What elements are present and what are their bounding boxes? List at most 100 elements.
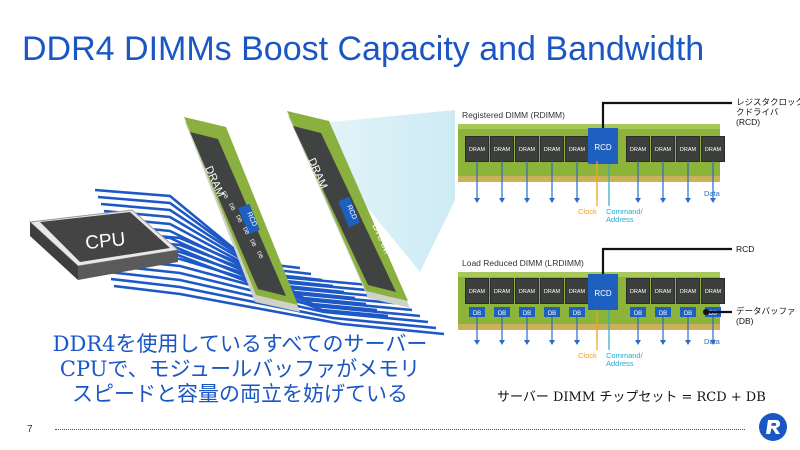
lrdimm-address-label: Address xyxy=(606,359,634,368)
data-arrow-head xyxy=(710,198,716,203)
stick-db-label: DB xyxy=(220,190,229,200)
rdimm-data-label: Data xyxy=(704,189,721,198)
footer-divider xyxy=(55,429,745,430)
rdimm-rcd-pointer xyxy=(601,101,732,128)
rdimm-address-label: Address xyxy=(606,215,634,224)
dram-chip-label: DRAM xyxy=(705,289,722,295)
stick-rcd-chip xyxy=(238,203,260,235)
data-arrow-head xyxy=(524,340,530,345)
lrdimm-rcd-annotation: RCD xyxy=(736,244,755,254)
lrdimm-data-label: Data xyxy=(704,337,721,346)
data-arrow-head xyxy=(685,340,691,345)
dram-chip-label: DRAM xyxy=(655,147,672,153)
annotation-line: クドライバ xyxy=(736,107,779,117)
lrdimm-rcd-chip xyxy=(588,274,618,310)
caption-line: CPUで、モジュールバッファがメモリ xyxy=(59,357,421,381)
caption: DDR4を使用しているすべてのサーバー CPUで、モジュールバッファがメモリ ス… xyxy=(40,332,440,407)
data-arrow-head xyxy=(685,198,691,203)
dram-chip-label: DRAM xyxy=(494,289,511,295)
dram-chip-label: DRAM xyxy=(569,289,586,295)
lrdimm-clock-label: Clock xyxy=(578,351,597,360)
dram-chip-label: DRAM xyxy=(544,147,561,153)
cpu-chip xyxy=(28,209,180,280)
dram-chip xyxy=(541,137,563,161)
data-arrow-head xyxy=(499,198,505,203)
db-chip xyxy=(630,307,646,317)
db-chip-label: DB xyxy=(634,311,642,317)
dram-chip xyxy=(677,137,699,161)
chipset-formula: サーバー DIMM チップセット = RCD + DB xyxy=(497,390,766,405)
db-chip-label: DB xyxy=(473,311,481,317)
dram-chip xyxy=(702,279,724,303)
caption-line: スピードと容量の両立を妨げている xyxy=(72,382,408,406)
dram-chip-label: DRAM xyxy=(569,147,586,153)
data-arrow-head xyxy=(574,198,580,203)
dram-chip xyxy=(466,279,488,303)
dram-chip xyxy=(627,137,649,161)
bus-trace xyxy=(113,284,445,336)
db-chip xyxy=(469,307,485,317)
db-chip xyxy=(680,307,696,317)
db-chip-label: DB xyxy=(548,311,556,317)
caption-line: DDR4を使用しているすべてのサーバー xyxy=(52,332,428,356)
db-chip xyxy=(569,307,585,317)
lrdimm-db-annotation: データバッファ (DB) xyxy=(736,306,796,326)
dram-chip-label: DRAM xyxy=(469,147,486,153)
data-arrow-head xyxy=(635,198,641,203)
brand-logo-icon xyxy=(759,413,787,441)
data-arrow-head xyxy=(574,340,580,345)
stick-db-label: DB xyxy=(248,238,257,248)
annotation-line: データバッファ xyxy=(736,306,796,316)
dram-chip-label: DRAM xyxy=(630,147,647,153)
annotation-line: レジスタクロック xyxy=(736,97,800,107)
data-arrow-head xyxy=(499,340,505,345)
lrdimm-title: Load Reduced DIMM (LRDIMM) xyxy=(462,258,584,268)
data-arrow-head xyxy=(549,340,555,345)
data-arrow-head xyxy=(474,340,480,345)
dram-chip xyxy=(702,137,724,161)
rdimm-rcd-chip xyxy=(588,128,618,164)
bus-trace xyxy=(107,270,429,324)
dram-chip-label: DRAM xyxy=(705,147,722,153)
data-arrow-head xyxy=(549,198,555,203)
annotation-line: (RCD) xyxy=(736,117,761,127)
data-arrow-head xyxy=(660,198,666,203)
data-arrow-head xyxy=(710,340,716,345)
bus-trace xyxy=(97,195,312,276)
dram-chip xyxy=(627,279,649,303)
db-chip-label: DB xyxy=(659,311,667,317)
bus-trace xyxy=(110,277,437,330)
dram-chip-label: DRAM xyxy=(469,289,486,295)
dram-chip xyxy=(491,279,513,303)
dram-chip xyxy=(652,137,674,161)
data-arrow-head xyxy=(660,340,666,345)
dram-chip xyxy=(516,279,538,303)
stick-db-label: DB xyxy=(255,250,264,260)
dram-chip-label: DRAM xyxy=(655,289,672,295)
db-chip-label: DB xyxy=(523,311,531,317)
lrdimm-rcd-pointer xyxy=(601,247,732,274)
dram-chip-label: DRAM xyxy=(519,147,536,153)
cpu-label: CPU xyxy=(84,229,126,254)
annotation-line: (DB) xyxy=(736,316,754,326)
dram-chip xyxy=(566,279,588,303)
stick-rcd-chip xyxy=(338,196,360,228)
dram-chip-label: DRAM xyxy=(680,289,697,295)
stick-db-label: DB xyxy=(234,214,243,224)
db-chip xyxy=(655,307,671,317)
data-arrow-head xyxy=(524,198,530,203)
bus-trace xyxy=(104,263,421,318)
dram-chip xyxy=(677,279,699,303)
lrdimm-rcd-label: RCD xyxy=(594,289,612,298)
dram-chip xyxy=(566,137,588,161)
rdimm-clock-label: Clock xyxy=(578,207,597,216)
db-chip-label: DB xyxy=(684,311,692,317)
dram-chip-label: DRAM xyxy=(519,289,536,295)
rdimm-command-label: Command/ xyxy=(606,207,644,216)
dram-chip xyxy=(652,279,674,303)
dram-chip xyxy=(491,137,513,161)
db-chip xyxy=(519,307,535,317)
db-chip-label: DB xyxy=(709,311,717,317)
rdimm-title: Registered DIMM (RDIMM) xyxy=(462,110,565,120)
dram-chip xyxy=(466,137,488,161)
